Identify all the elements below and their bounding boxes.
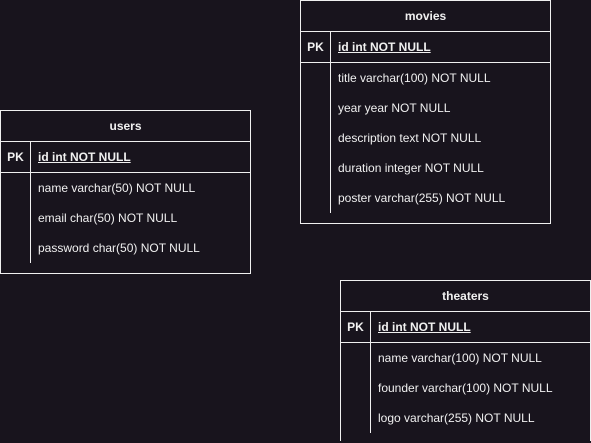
pk-label: PK [1,142,31,172]
field-row[interactable]: title varchar(100) NOT NULL [338,71,491,85]
entity-users[interactable]: users PK id int NOT NULL name varchar(50… [0,110,251,274]
field-list: name varchar(50) NOT NULL email char(50)… [1,173,250,273]
field-row[interactable]: email char(50) NOT NULL [38,211,178,225]
pk-field: id int NOT NULL [338,40,431,54]
field-row[interactable]: description text NOT NULL [338,131,482,145]
entity-theaters[interactable]: theaters PK id int NOT NULL name varchar… [340,280,591,441]
pk-field: id int NOT NULL [38,150,131,164]
column-divider [330,63,331,213]
field-row[interactable]: year year NOT NULL [338,101,451,115]
entity-title: theaters [341,281,590,312]
field-row[interactable]: logo varchar(255) NOT NULL [378,411,535,425]
primary-key-row[interactable]: PK id int NOT NULL [341,312,590,343]
entity-title: movies [301,1,550,32]
field-row[interactable]: name varchar(50) NOT NULL [38,181,196,195]
field-list: title varchar(100) NOT NULL year year NO… [301,63,550,223]
primary-key-row[interactable]: PK id int NOT NULL [301,32,550,63]
column-divider [30,173,31,263]
field-row[interactable]: founder varchar(100) NOT NULL [378,381,553,395]
field-row[interactable]: password char(50) NOT NULL [38,241,200,255]
entity-movies[interactable]: movies PK id int NOT NULL title varchar(… [300,0,551,224]
pk-label: PK [341,312,371,342]
field-list: name varchar(100) NOT NULL founder varch… [341,343,590,443]
pk-label: PK [301,32,331,62]
field-row[interactable]: poster varchar(255) NOT NULL [338,191,506,205]
field-row[interactable]: name varchar(100) NOT NULL [378,351,542,365]
column-divider [370,343,371,433]
entity-title: users [1,111,250,142]
pk-field: id int NOT NULL [378,320,471,334]
field-row[interactable]: duration integer NOT NULL [338,161,484,175]
primary-key-row[interactable]: PK id int NOT NULL [1,142,250,173]
